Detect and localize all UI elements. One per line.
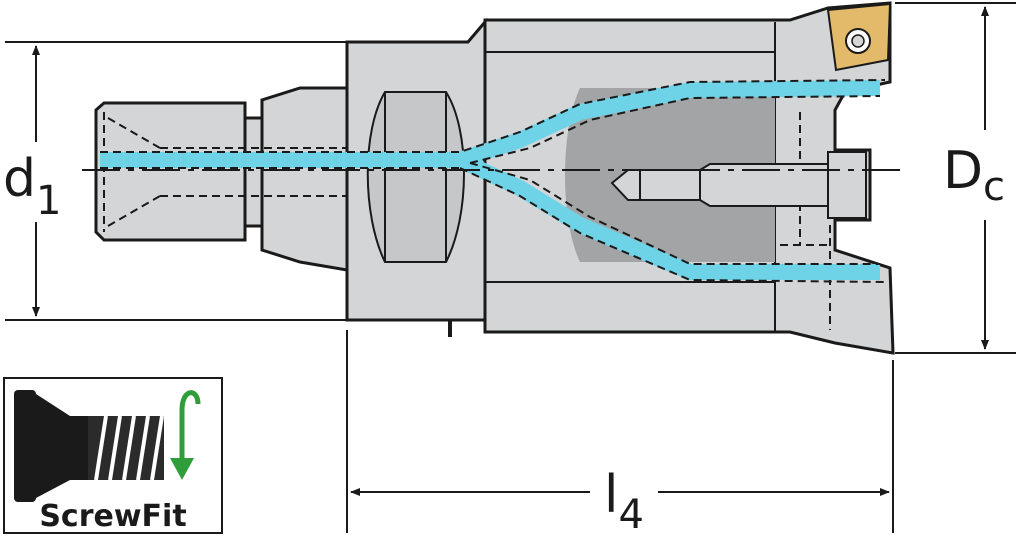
rotate-arrow-icon [170,390,201,480]
l4-label: l4 [604,465,644,538]
clamping-screw [610,151,867,219]
screw-thread-icon [14,390,164,502]
d1-label-bg [8,142,64,222]
extension-lines [5,2,1016,533]
d1-label: d1 [3,149,61,224]
dc-label: Dc [943,141,1005,210]
cutting-insert [826,2,892,72]
coolant-channels [100,80,881,280]
dc-label-bg [938,130,1018,220]
screwfit-shank [94,86,349,272]
screwfit-label: ScrewFit [39,499,186,534]
coolant-channel-outlines [100,79,886,283]
hex-flat [366,91,465,263]
l4-label-bg [590,462,658,532]
screwfit-badge: ScrewFit [3,377,223,534]
